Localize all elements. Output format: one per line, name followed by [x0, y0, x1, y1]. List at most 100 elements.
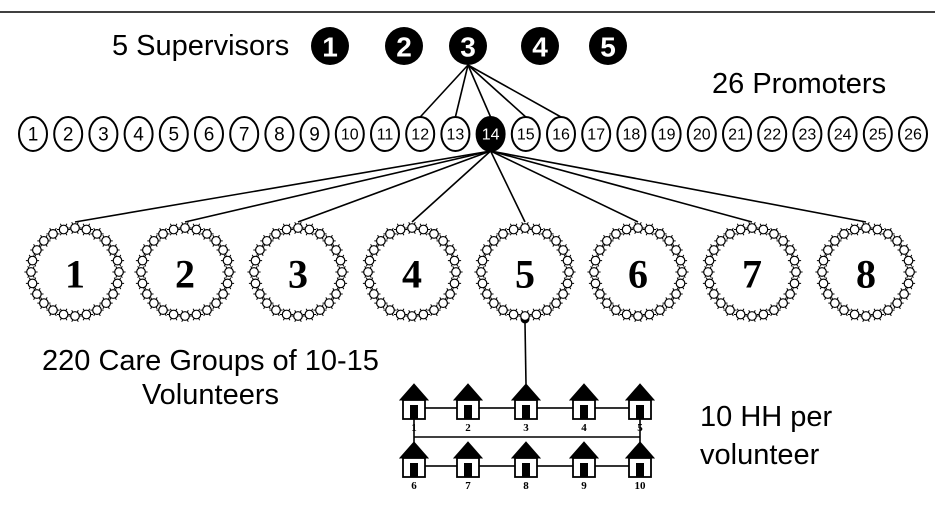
- volunteer-ray: [850, 232, 853, 236]
- volunteer-mark: [551, 235, 562, 246]
- volunteer-mark: [758, 224, 769, 235]
- volunteer-ray: [656, 313, 659, 317]
- volunteer-ray: [107, 306, 110, 310]
- household-5: 5: [624, 383, 656, 434]
- volunteer-ray: [305, 317, 308, 321]
- volunteer-ray: [862, 310, 865, 313]
- volunteer-ray: [836, 297, 839, 300]
- volunteer-mark: [590, 255, 601, 266]
- volunteer-ray: [532, 232, 535, 236]
- household-number: 5: [637, 422, 643, 434]
- volunteer-mark: [839, 228, 849, 239]
- volunteer-ray: [311, 223, 314, 227]
- volunteer-ray: [705, 264, 708, 267]
- household-10: 10: [624, 441, 656, 492]
- volunteer-ray: [612, 227, 615, 231]
- volunteer-household-link: [524, 322, 527, 385]
- volunteer-ray: [119, 264, 122, 267]
- volunteer-ray: [93, 313, 96, 317]
- volunteer-ray: [526, 310, 529, 313]
- volunteer-ray: [342, 277, 345, 280]
- volunteer-ray: [900, 244, 903, 247]
- volunteer-mark: [644, 224, 655, 235]
- volunteer-ray: [377, 234, 380, 238]
- volunteer-ray: [450, 254, 453, 258]
- volunteer-mark: [293, 311, 303, 321]
- volunteer-ray: [316, 304, 319, 307]
- volunteer-ray: [261, 297, 264, 300]
- promoter-number: 6: [204, 125, 215, 146]
- volunteer-ray: [382, 306, 385, 310]
- volunteer-ray: [181, 222, 184, 225]
- volunteer-ray: [325, 234, 328, 238]
- volunteer-ray: [32, 266, 35, 269]
- volunteer-ray: [212, 244, 215, 247]
- care-group-8: 8: [815, 222, 917, 322]
- volunteer-ray: [717, 306, 720, 310]
- volunteer-mark: [675, 255, 686, 266]
- promoter-circle: [546, 116, 576, 152]
- volunteer-ray: [268, 244, 271, 247]
- house-roof: [398, 383, 430, 401]
- volunteer-ray: [477, 275, 480, 278]
- volunteer-ray: [439, 234, 442, 238]
- volunteer-mark: [92, 305, 102, 316]
- volunteer-ray: [591, 277, 594, 280]
- volunteer-ray: [330, 306, 333, 310]
- volunteer-ray: [490, 297, 493, 300]
- volunteer-mark: [769, 305, 779, 316]
- volunteer-ray: [504, 313, 507, 317]
- volunteer-ray: [622, 232, 625, 236]
- volunteer-mark: [551, 298, 562, 309]
- volunteer-mark: [520, 311, 530, 321]
- volunteer-ray: [705, 254, 708, 258]
- promoter-circle: [405, 116, 436, 152]
- volunteer-ray: [311, 317, 314, 321]
- volunteer-ray: [336, 264, 339, 267]
- volunteer-ray: [230, 266, 233, 269]
- volunteer-ray: [229, 286, 232, 290]
- volunteer-ray: [272, 227, 275, 231]
- volunteer-ray: [365, 264, 368, 267]
- house-door: [410, 405, 418, 419]
- volunteer-ray: [791, 244, 794, 247]
- volunteer-ray: [482, 266, 485, 269]
- volunteer-ray: [612, 313, 615, 317]
- volunteer-ray: [661, 304, 664, 307]
- volunteer-ray: [107, 244, 110, 247]
- volunteer-mark: [48, 228, 58, 239]
- volunteer-ray: [219, 253, 222, 256]
- volunteer-ray: [676, 264, 679, 267]
- volunteer-ray: [294, 222, 297, 225]
- volunteer-ray: [456, 277, 459, 280]
- volunteer-ray: [670, 244, 673, 247]
- volunteer-ray: [677, 253, 680, 256]
- volunteer-ray: [893, 234, 896, 238]
- volunteer-ray: [263, 234, 266, 238]
- volunteer-ray: [138, 286, 141, 290]
- volunteer-ray: [49, 304, 52, 307]
- volunteer-ray: [910, 254, 913, 258]
- volunteer-mark: [498, 228, 508, 239]
- volunteer-mark: [222, 278, 233, 289]
- volunteer-ray: [257, 286, 260, 290]
- volunteer-mark: [872, 224, 883, 235]
- volunteer-ray: [867, 231, 870, 234]
- volunteer-ray: [499, 304, 502, 307]
- volunteer-mark: [558, 289, 569, 299]
- volunteer-ray: [45, 306, 48, 310]
- volunteer-mark: [633, 311, 643, 321]
- promoter-number: 24: [834, 127, 852, 144]
- volunteer-ray: [790, 264, 793, 267]
- volunteer-mark: [445, 289, 456, 299]
- volunteer-ray: [591, 264, 594, 267]
- house-roof: [624, 441, 656, 459]
- volunteer-ray: [257, 264, 260, 267]
- volunteer-ray: [435, 237, 438, 240]
- volunteer-ray: [109, 297, 112, 300]
- volunteer-ray: [612, 304, 615, 307]
- volunteer-mark: [611, 228, 621, 239]
- volunteer-ray: [98, 227, 101, 231]
- volunteer-mark: [725, 305, 735, 316]
- volunteer-mark: [675, 278, 686, 289]
